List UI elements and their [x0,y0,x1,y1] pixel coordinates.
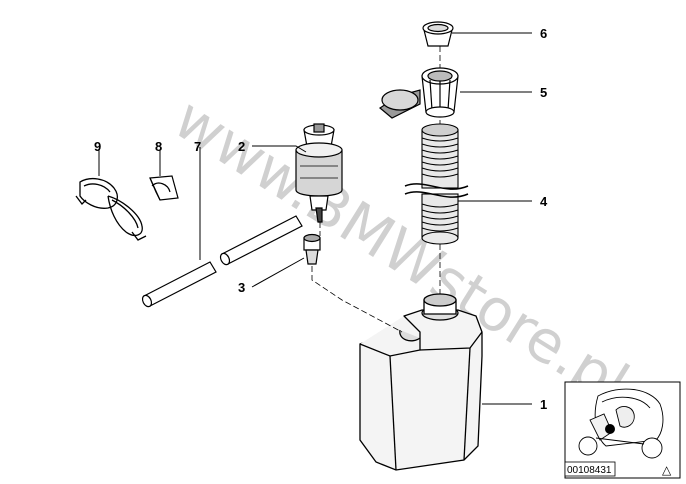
vehicle-thumbnail: 00108431 △ [564,381,681,479]
callout-4: 4 [540,194,548,209]
part-3-grommet [303,233,321,265]
callout-labels: 6 5 4 1 2 3 7 8 9 [94,26,548,412]
callout-3: 3 [238,280,245,295]
part-8-clip [149,175,179,201]
callout-9: 9 [94,139,101,154]
part-4-corrugated-hose [404,123,469,245]
callout-7: 7 [194,139,201,154]
leader-lines [98,32,532,405]
callout-6: 6 [540,26,547,41]
callout-2: 2 [238,139,245,154]
assembly-lines [311,46,441,333]
part-5-filler-neck [378,67,459,119]
callout-8: 8 [155,139,162,154]
part-number: 00108431 [567,465,612,476]
part-2-pump [295,123,343,223]
callout-5: 5 [540,85,547,100]
part-1-reservoir [359,293,483,471]
warning-icon: △ [662,463,672,477]
location-marker [605,424,615,434]
part-7-hose [141,215,303,308]
part-9-clamp [75,177,147,241]
part-6-cap [422,21,454,47]
callout-1: 1 [540,397,547,412]
